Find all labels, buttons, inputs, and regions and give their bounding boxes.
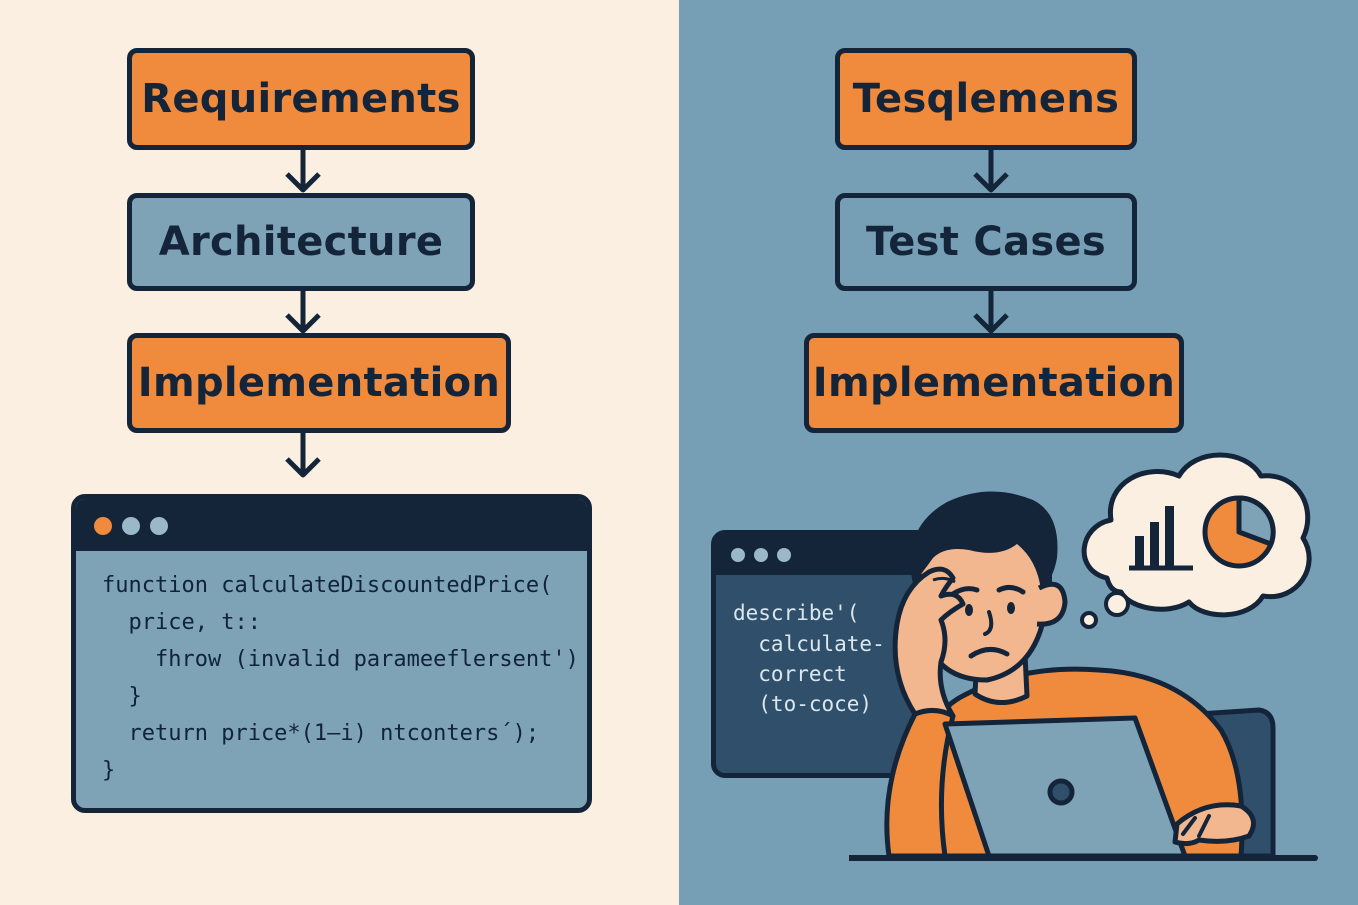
code-editor-window: function calculateDiscountedPrice( price… — [71, 494, 592, 813]
stressed-developer — [849, 491, 1318, 861]
code-line: } — [102, 758, 116, 783]
flow-step-architecture: Architecture — [127, 193, 475, 291]
test-code-line: calculate- — [733, 632, 885, 656]
code-line: price, t:: — [102, 610, 261, 635]
flow-step-requirements-garbled: Tesqlemens — [835, 48, 1137, 150]
maximize-dot-icon — [150, 517, 168, 535]
close-dot-icon — [94, 517, 112, 535]
window-dot-icon — [731, 548, 745, 562]
window-dot-icon — [777, 548, 791, 562]
test-code-line: correct — [733, 662, 847, 686]
left-panel: Requirements Architecture Implementation… — [0, 0, 679, 905]
flow-step-test-cases: Test Cases — [835, 193, 1137, 291]
minimize-dot-icon — [122, 517, 140, 535]
bar-chart-icon — [1129, 506, 1193, 571]
down-arrow-icon — [973, 150, 1009, 193]
flow-step-implementation: Implementation — [127, 333, 511, 433]
flow-step-implementation: Implementation — [804, 333, 1184, 433]
down-arrow-icon — [973, 291, 1009, 334]
flow-step-requirements: Requirements — [127, 48, 475, 150]
window-title-bar — [716, 535, 936, 575]
window-title-bar — [76, 499, 587, 551]
code-line: function calculateDiscountedPrice( — [102, 573, 553, 598]
thought-bubble — [1080, 452, 1312, 629]
down-arrow-icon — [285, 291, 321, 334]
test-code-line: describe'( — [733, 601, 860, 625]
pie-chart-icon — [1202, 495, 1276, 569]
down-arrow-icon — [285, 150, 321, 193]
code-line: } — [102, 684, 142, 709]
right-panel: Tesqlemens Test Cases Implementation des… — [679, 0, 1358, 905]
code-line: fhrow (invalid parameeflersent') — [102, 647, 579, 672]
window-dot-icon — [754, 548, 768, 562]
test-code-window: describe'( calculate- correct (to-coce) — [711, 530, 941, 778]
down-arrow-icon — [285, 433, 321, 478]
test-code-line: (to-coce) — [733, 692, 873, 716]
code-line: return price*(1—i) ntconters´); — [102, 721, 540, 746]
